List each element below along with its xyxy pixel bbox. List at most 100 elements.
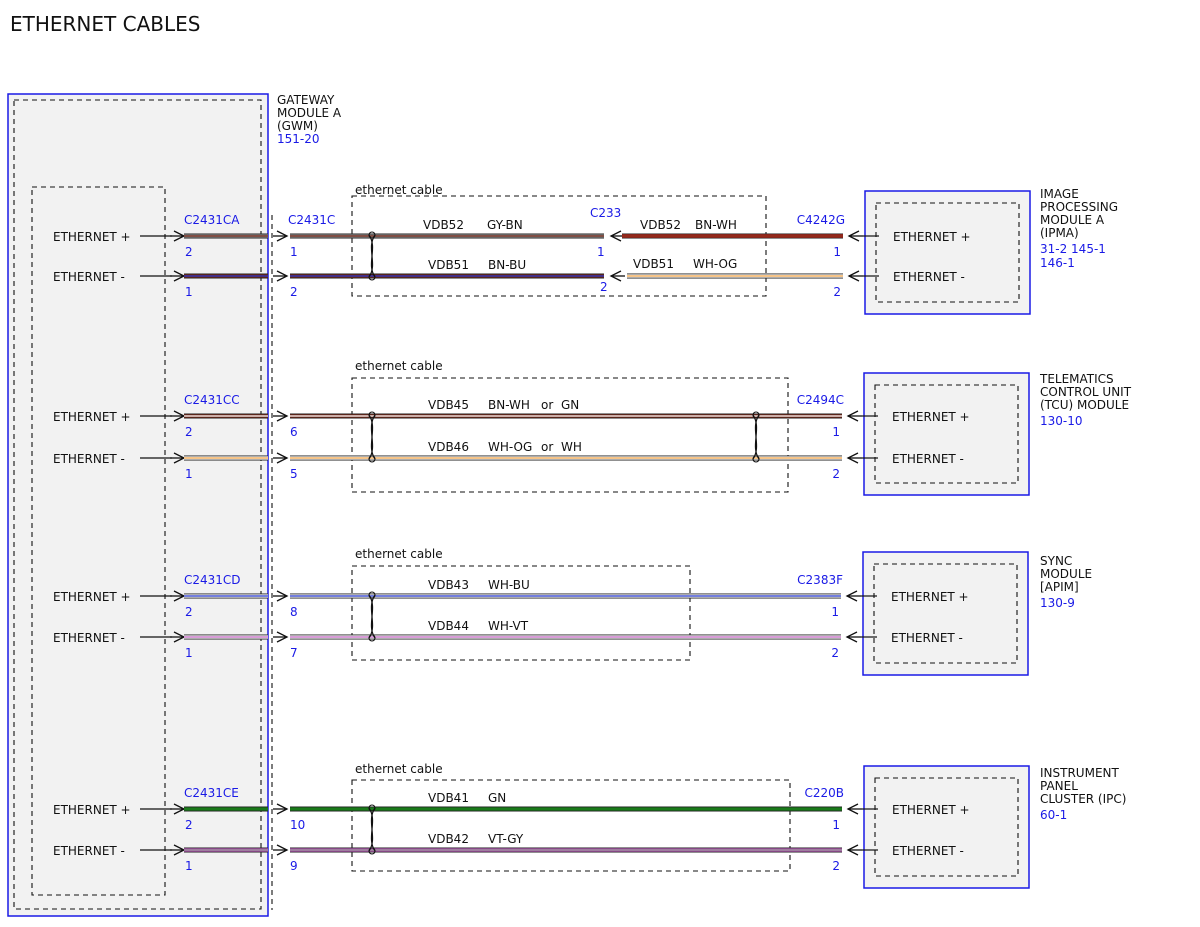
module-name-line: INSTRUMENT (1040, 766, 1119, 780)
module-name-line: MODULE A (1040, 213, 1105, 227)
module-pin-number: 2 (832, 859, 840, 873)
gwm-pin-label-minus: ETHERNET - (53, 844, 125, 858)
twisted-pair-symbol-top (752, 411, 760, 419)
module-name-line: TELEMATICS (1039, 372, 1114, 386)
inline-pin-number: 9 (290, 859, 298, 873)
wire-color: GY-BN (487, 218, 523, 232)
twisted-pair-symbol-bot (752, 455, 760, 463)
twisted-pair-symbol-b (752, 414, 760, 460)
twisted-pair-symbol-b (368, 594, 376, 639)
cable-shield (351, 195, 767, 297)
module-pin-label-plus: ETHERNET + (892, 803, 970, 817)
module-ref: 130-10 (1040, 414, 1083, 428)
module-pin-group (874, 384, 1019, 484)
wire-circuit: VDB51 (633, 257, 674, 271)
wire-color: VT-GY (488, 832, 524, 846)
module-name-line: CLUSTER (IPC) (1040, 792, 1126, 806)
gwm-pin-number: 1 (185, 646, 193, 660)
gwm-connector-id: C2431CE (184, 786, 239, 800)
inline-pin-number: 6 (290, 425, 298, 439)
module-pin-number: 2 (831, 646, 839, 660)
mid-pin-number: 1 (597, 245, 605, 259)
twisted-pair-symbol-b (368, 807, 376, 852)
module-connector-id: C4242G (797, 213, 845, 227)
module-pin-number: 2 (832, 467, 840, 481)
module-box (864, 190, 1031, 315)
module-box (863, 765, 1030, 889)
inline-pin-number: 7 (290, 646, 298, 660)
gateway-ref: 151-20 (277, 132, 320, 146)
gateway-name-line: GATEWAY (277, 93, 335, 107)
module-pin-label-plus: ETHERNET + (893, 230, 971, 244)
module-pin-number: 2 (833, 285, 841, 299)
gwm-pin-label-minus: ETHERNET - (53, 270, 125, 284)
wire-circuit: VDB46 (428, 440, 469, 454)
wire-color: WH-OG (693, 257, 737, 271)
wire-color: BN-BU (488, 258, 526, 272)
twisted-pair-symbol-b (368, 414, 376, 460)
inline-pin-number: 5 (290, 467, 298, 481)
module-pin-label-minus: ETHERNET - (892, 452, 964, 466)
wire-circuit: VDB51 (428, 258, 469, 272)
gwm-pin-number: 2 (185, 818, 193, 832)
module-name-line: CONTROL UNIT (1040, 385, 1132, 399)
gwm-pin-number: 2 (185, 245, 193, 259)
twisted-pair-symbol (368, 411, 376, 463)
wire-circuit: VDB43 (428, 578, 469, 592)
wire-circuit: VDB45 (428, 398, 469, 412)
cable-label: ethernet cable (355, 183, 443, 197)
module-pin-group (874, 777, 1019, 877)
gwm-pin-number: 1 (185, 859, 193, 873)
module-name-line: IMAGE (1040, 187, 1079, 201)
twisted-pair-symbol-bot (368, 273, 376, 281)
module-pin-group (875, 202, 1020, 303)
cable-label: ethernet cable (355, 359, 443, 373)
twisted-pair-symbol-top (368, 231, 376, 239)
module-pin-label-plus: ETHERNET + (891, 590, 969, 604)
gwm-connector-id: C2431CA (184, 213, 240, 227)
wire-color: BN-WH (488, 398, 530, 412)
module-name-line: (IPMA) (1040, 226, 1079, 240)
gateway-pin-group (31, 186, 166, 896)
gateway-name-line: (GWM) (277, 119, 318, 133)
module-ref: 146-1 (1040, 256, 1075, 270)
cable-shield (351, 377, 789, 493)
module-pin-label-minus: ETHERNET - (893, 270, 965, 284)
module-connector-id: C2494C (797, 393, 844, 407)
module-pin-label-minus: ETHERNET - (891, 631, 963, 645)
twisted-pair-symbol-bot (368, 847, 376, 855)
twisted-pair-symbol (368, 591, 376, 642)
twisted-pair-symbol-top (368, 411, 376, 419)
module-pin-number: 1 (833, 245, 841, 259)
gwm-connector-id: C2431CC (184, 393, 240, 407)
twisted-pair-symbol (368, 804, 376, 855)
module-box (863, 372, 1030, 496)
module-name-line: SYNC (1040, 554, 1072, 568)
gwm-pin-label-plus: ETHERNET + (53, 590, 131, 604)
page-title: ETHERNET CABLES (10, 12, 200, 36)
mid-pin-number: 2 (600, 280, 608, 294)
gwm-pin-label-minus: ETHERNET - (53, 631, 125, 645)
module-name-line: MODULE (1040, 567, 1092, 581)
gateway-name-line: MODULE A (277, 106, 342, 120)
gwm-pin-label-plus: ETHERNET + (53, 410, 131, 424)
cable-label: ethernet cable (355, 762, 443, 776)
module-name-line: (TCU) MODULE (1040, 398, 1129, 412)
module-pin-number: 1 (831, 605, 839, 619)
wire-alt-color: WH (561, 440, 582, 454)
inline-pin-number: 8 (290, 605, 298, 619)
wire-alt-color: GN (561, 398, 579, 412)
wire-alt-word: or (541, 398, 553, 412)
wire-circuit: VDB42 (428, 832, 469, 846)
inline-connector-id: C2431C (288, 213, 335, 227)
module-pin-number: 1 (832, 818, 840, 832)
mid-connector-id: C233 (590, 206, 621, 220)
module-connector-id: C220B (804, 786, 844, 800)
gwm-pin-label-minus: ETHERNET - (53, 452, 125, 466)
gwm-pin-label-plus: ETHERNET + (53, 803, 131, 817)
module-ref: 60-1 (1040, 808, 1067, 822)
twisted-pair-symbol (368, 231, 376, 281)
wire-color: WH-BU (488, 578, 530, 592)
module-pin-label-plus: ETHERNET + (892, 410, 970, 424)
